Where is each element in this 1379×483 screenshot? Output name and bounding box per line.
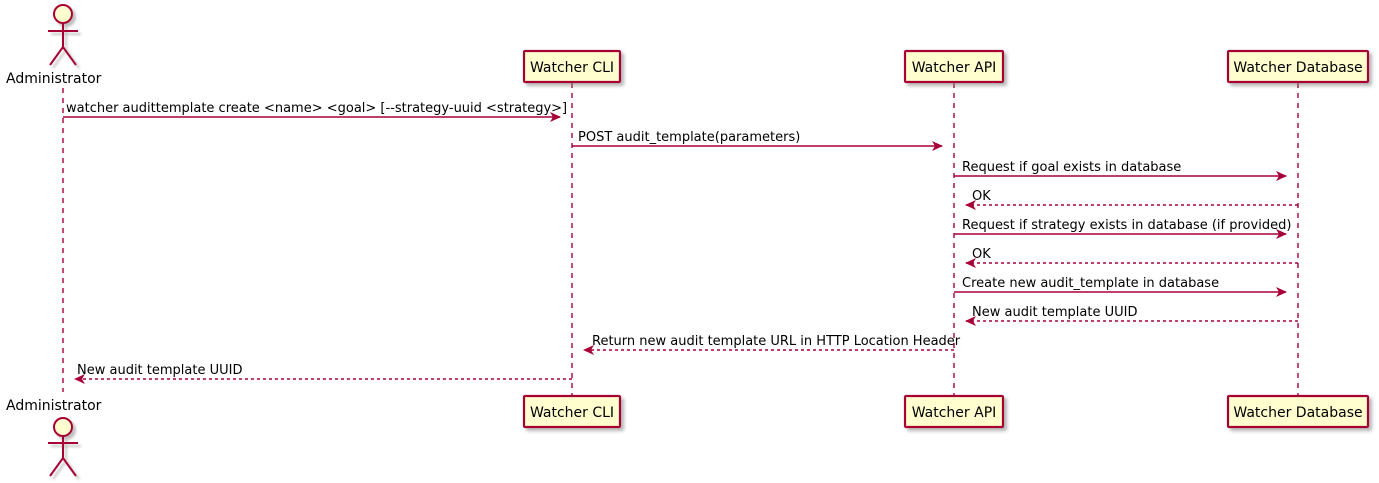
message-4-ok-goal[interactable]: OK — [965, 189, 1298, 210]
participant-boxes-top: Watcher CLI Watcher API Watcher Database — [522, 49, 1370, 84]
participant-box-rect-watcher-database-bottom — [1226, 394, 1370, 429]
participant-label-watcher-api-top: Watcher API — [912, 60, 997, 76]
message-2-post-audit-template[interactable]: POST audit_template(parameters) — [572, 130, 943, 151]
participant-box-watcher-database-top[interactable]: Watcher Database — [1226, 49, 1370, 84]
actor-stick-figure-bottom — [48, 417, 78, 477]
participant-box-rect-watcher-database-top — [1226, 49, 1370, 84]
message-10-new-uuid-to-admin[interactable]: New audit template UUID — [74, 363, 572, 384]
message-5-request-strategy-exists[interactable]: Request if strategy exists in database (… — [954, 218, 1291, 239]
actor-stick-figure-top — [48, 4, 78, 66]
message-9-return-location-header[interactable]: Return new audit template URL in HTTP Lo… — [583, 334, 961, 355]
message-7-create-audit-template[interactable]: Create new audit_template in database — [954, 276, 1287, 297]
participant-box-watcher-cli-top[interactable]: Watcher CLI — [522, 49, 622, 84]
participant-box-watcher-api-top[interactable]: Watcher API — [903, 49, 1005, 84]
participant-label-watcher-cli-bottom: Watcher CLI — [530, 405, 614, 421]
message-8-new-uuid-from-db[interactable]: New audit template UUID — [965, 305, 1298, 326]
message-label-1: watcher audittemplate create <name> <goa… — [66, 101, 567, 116]
participant-box-watcher-cli-bottom[interactable]: Watcher CLI — [522, 394, 622, 429]
participant-label-watcher-database-bottom: Watcher Database — [1233, 405, 1362, 421]
message-label-6: OK — [972, 247, 991, 262]
lifelines-group — [62, 83, 1299, 396]
message-label-8: New audit template UUID — [972, 305, 1137, 320]
messages-group: watcher audittemplate create <name> <goa… — [63, 101, 1298, 384]
message-label-2: POST audit_template(parameters) — [578, 130, 800, 145]
message-label-3: Request if goal exists in database — [962, 160, 1181, 175]
actor-administrator-bottom[interactable]: Administrator — [6, 398, 102, 477]
participant-label-watcher-api-bottom: Watcher API — [912, 405, 997, 421]
message-1-cli-command[interactable]: watcher audittemplate create <name> <goa… — [63, 101, 567, 122]
participant-boxes-bottom: Watcher CLI Watcher API Watcher Database — [522, 394, 1370, 429]
message-label-5: Request if strategy exists in database (… — [962, 218, 1291, 233]
message-label-9: Return new audit template URL in HTTP Lo… — [592, 334, 961, 349]
message-3-request-goal-exists[interactable]: Request if goal exists in database — [954, 160, 1287, 181]
actor-label-administrator-top: Administrator — [6, 71, 102, 87]
participant-box-rect-watcher-api-top — [903, 49, 1005, 84]
participant-box-watcher-api-bottom[interactable]: Watcher API — [903, 394, 1005, 429]
participant-box-rect-watcher-cli-bottom — [522, 394, 622, 429]
participant-box-rect-watcher-cli-top — [522, 49, 622, 84]
message-6-ok-strategy[interactable]: OK — [965, 247, 1298, 268]
participant-label-watcher-database-top: Watcher Database — [1233, 60, 1362, 76]
message-label-4: OK — [972, 189, 991, 204]
actor-label-administrator-bottom: Administrator — [6, 398, 102, 414]
participant-box-rect-watcher-api-bottom — [903, 394, 1005, 429]
actor-administrator-top[interactable]: Administrator — [6, 4, 102, 87]
message-label-10: New audit template UUID — [77, 363, 242, 378]
participant-label-watcher-cli-top: Watcher CLI — [530, 60, 614, 76]
message-label-7: Create new audit_template in database — [962, 276, 1219, 291]
participant-box-watcher-database-bottom[interactable]: Watcher Database — [1226, 394, 1370, 429]
